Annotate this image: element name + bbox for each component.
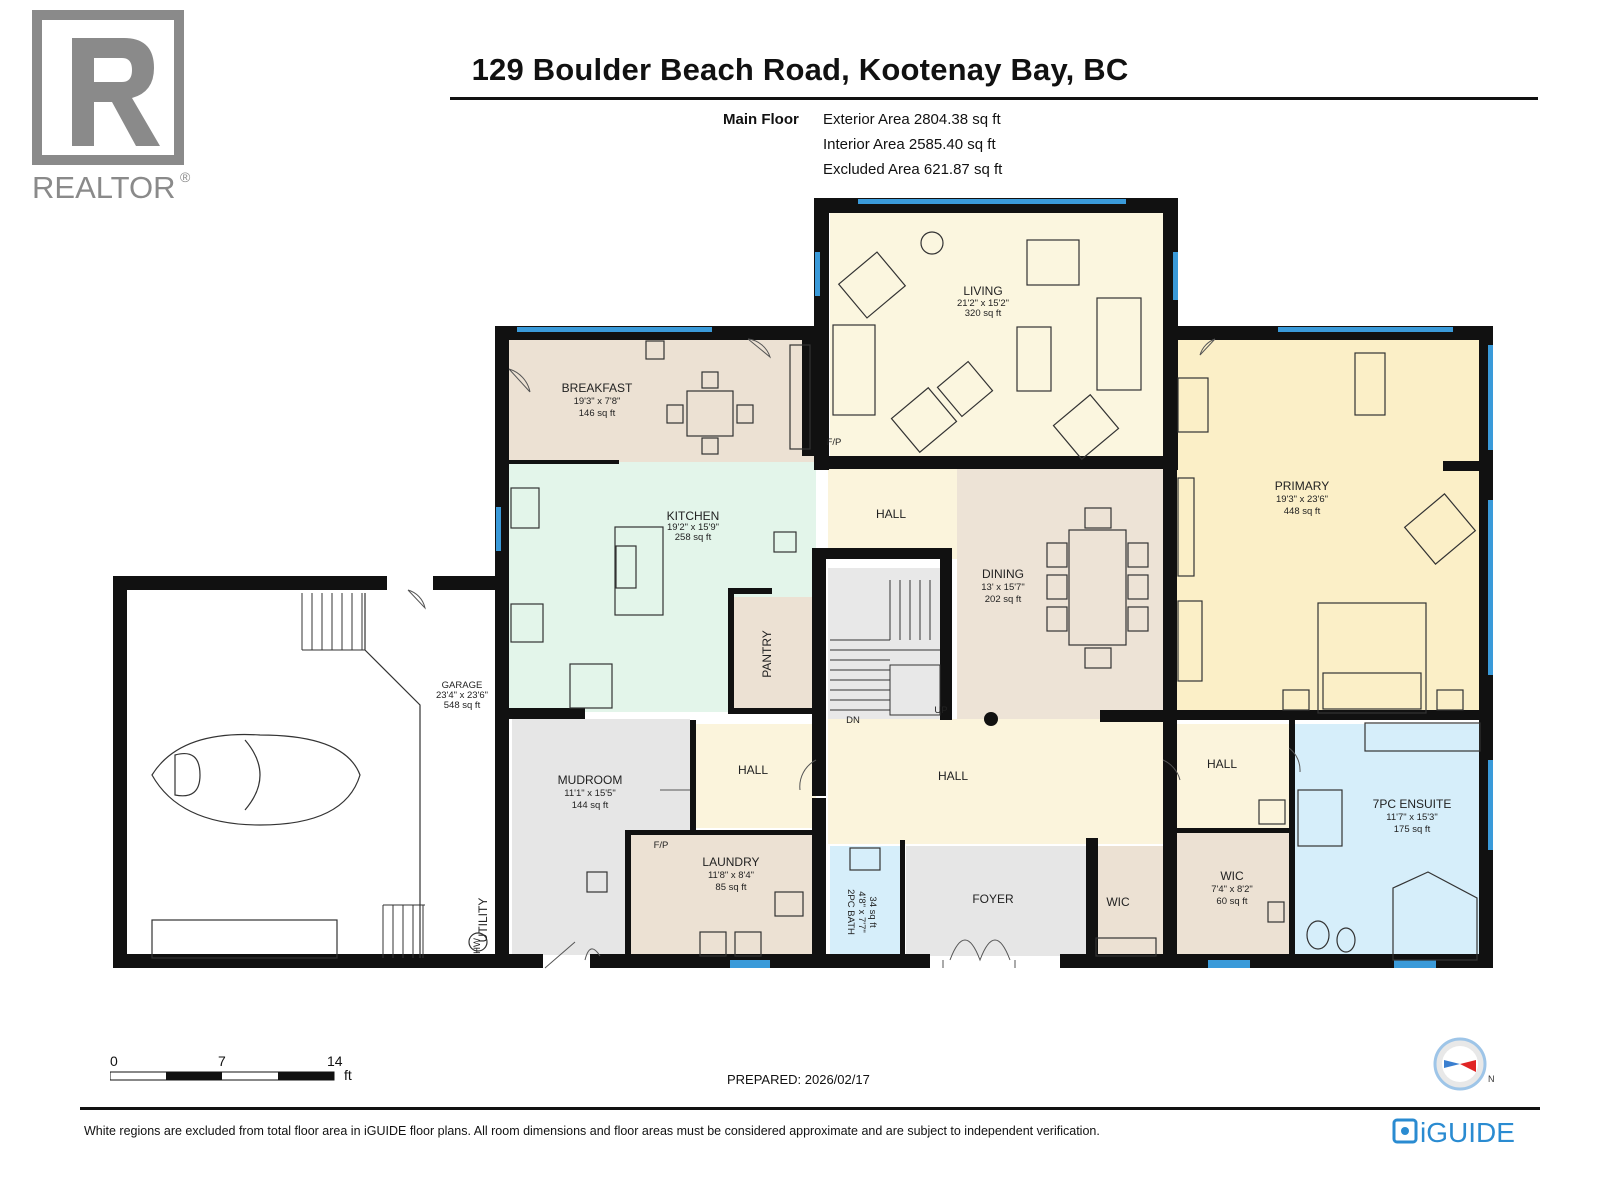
- windows: [496, 199, 1493, 968]
- bath2-label: 2PC BATH: [845, 889, 856, 935]
- mudroom-label: MUDROOM: [558, 773, 623, 787]
- room-fills: [509, 212, 1482, 956]
- wic-center-label: WIC: [1106, 895, 1130, 909]
- kitchen-dims: 19'2" x 15'9": [667, 522, 719, 533]
- hall-right-fill: [1177, 724, 1289, 828]
- floor-label: Main Floor: [723, 111, 799, 128]
- living-label: LIVING: [963, 284, 1002, 298]
- living-fill: [830, 212, 1166, 458]
- realtor-logo: REALTOR ®: [32, 10, 191, 205]
- dining-dims: 13' x 15'7": [981, 582, 1024, 593]
- bath2-dims: 4'8" x 7'7": [856, 891, 867, 933]
- hall-center-label: HALL: [938, 769, 968, 783]
- compass-n: N: [1488, 1074, 1495, 1084]
- living-furniture: [832, 231, 1142, 461]
- prepared-date: PREPARED: 2026/02/17: [727, 1072, 870, 1087]
- kitchen-furniture: [510, 340, 811, 709]
- footer-disclaimer: White regions are excluded from total fl…: [84, 1124, 1100, 1138]
- compass-icon: N: [1433, 1037, 1495, 1091]
- pantry-label: PANTRY: [760, 630, 774, 678]
- stairs: [301, 580, 941, 958]
- kitchen-label: KITCHEN: [667, 509, 720, 523]
- breakfast-dims: 19'3" x 7'8": [574, 396, 621, 407]
- scale-max: 14: [327, 1053, 343, 1069]
- wic-primary-fill: [1177, 832, 1289, 956]
- interior-area: Interior Area 2585.40 sq ft: [823, 136, 996, 153]
- ensuite-fill: [1295, 724, 1482, 956]
- laundry-label: LAUNDRY: [702, 855, 759, 869]
- utility-label: UTILITY: [476, 898, 490, 943]
- breakfast-area: 146 sq ft: [579, 408, 616, 419]
- primary-area: 448 sq ft: [1284, 506, 1321, 517]
- hall-top-label: HALL: [876, 507, 906, 521]
- foyer-label: FOYER: [972, 892, 1014, 906]
- doors: [407, 338, 1301, 969]
- scale-bar: [110, 1071, 335, 1081]
- laundry-dims: 11'8" x 8'4": [708, 870, 754, 881]
- fp-living-label: F/P: [827, 437, 842, 448]
- wic-primary-label: WIC: [1220, 869, 1244, 883]
- iguide-logo: iGUIDE: [1392, 1117, 1515, 1148]
- kitchen-area: 258 sq ft: [675, 532, 712, 543]
- bath2-fill: [830, 846, 900, 956]
- garage-dims: 23'4" x 23'6": [436, 690, 488, 701]
- excluded-area: Excluded Area 621.87 sq ft: [823, 161, 1003, 178]
- scale-unit: ft: [344, 1067, 352, 1083]
- post-marker: [984, 712, 998, 726]
- stairs-up-label: UP: [934, 705, 947, 716]
- hall-center-fill: [828, 719, 1166, 844]
- bath-fixtures: [586, 722, 1481, 961]
- fp-mudroom-label: F/P: [654, 840, 669, 851]
- hall-left-label: HALL: [738, 763, 768, 777]
- garage-area: 548 sq ft: [444, 700, 481, 711]
- primary-label: PRIMARY: [1275, 479, 1329, 493]
- mudroom-dims: 11'1" x 15'5": [564, 788, 615, 799]
- room-labels: LIVING 21'2" x 15'2" 320 sq ft BREAKFAST…: [436, 284, 1451, 954]
- realtor-wordmark: REALTOR: [32, 170, 176, 205]
- laundry-area: 85 sq ft: [715, 882, 747, 893]
- ensuite-label: 7PC ENSUITE: [1373, 797, 1452, 811]
- garage-label: GARAGE: [442, 680, 483, 691]
- stairs-dn-label: DN: [846, 715, 860, 726]
- scale-mid: 7: [218, 1053, 226, 1069]
- garage-interior: [151, 593, 488, 959]
- living-dims: 21'2" x 15'2": [957, 298, 1009, 309]
- living-area: 320 sq ft: [965, 308, 1002, 319]
- wic-primary-area: 60 sq ft: [1216, 896, 1248, 907]
- dining-furniture: [1046, 507, 1149, 669]
- title-underline: [450, 97, 1538, 100]
- registered-mark: ®: [180, 169, 191, 185]
- laundry-fill: [631, 832, 816, 955]
- footer-rule: [80, 1107, 1540, 1110]
- iguide-wordmark: iGUIDE: [1420, 1117, 1515, 1148]
- scale-zero: 0: [110, 1053, 118, 1069]
- hall-left-fill: [690, 724, 816, 828]
- bath2-area: 34 sq ft: [867, 896, 878, 928]
- primary-dims: 19'3" x 23'6": [1276, 494, 1328, 505]
- walls: [113, 198, 1493, 968]
- primary-furniture: [1177, 352, 1477, 714]
- ensuite-dims: 11'7" x 15'3": [1386, 812, 1437, 823]
- primary-fill: [1177, 339, 1482, 719]
- hall-right-label: HALL: [1207, 757, 1237, 771]
- dining-fill: [957, 469, 1166, 719]
- page-title: 129 Boulder Beach Road, Kootenay Bay, BC: [471, 52, 1129, 87]
- dining-label: DINING: [982, 567, 1024, 581]
- foyer-fill: [906, 846, 1090, 956]
- hall-top-fill: [828, 469, 957, 559]
- wic-primary-dims: 7'4" x 8'2": [1211, 884, 1253, 895]
- hw-label: HW: [472, 938, 483, 954]
- pantry-fill: [731, 597, 816, 712]
- dining-area: 202 sq ft: [985, 594, 1022, 605]
- exterior-area: Exterior Area 2804.38 sq ft: [823, 111, 1001, 128]
- ensuite-area: 175 sq ft: [1394, 824, 1431, 835]
- mudroom-area: 144 sq ft: [572, 800, 609, 811]
- breakfast-label: BREAKFAST: [562, 381, 633, 395]
